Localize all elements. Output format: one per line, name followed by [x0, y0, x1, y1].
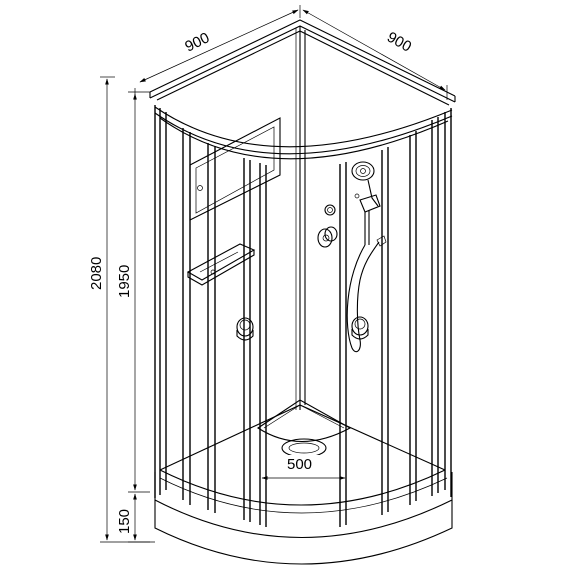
dimension-width-right: 900	[302, 9, 448, 100]
dimension-cabin-height: 1950	[116, 91, 150, 493]
dimension-label-width-right: 900	[384, 29, 414, 56]
dimension-label-cabin-height: 1950	[116, 265, 133, 298]
dimension-label-door-opening: 500	[287, 456, 312, 473]
glass-doors	[154, 105, 452, 527]
shower-head	[351, 161, 381, 213]
dimension-tray-height: 150	[116, 493, 155, 543]
left-knob	[236, 317, 254, 341]
dimension-door-opening: 500	[261, 455, 346, 480]
shower-tray	[154, 399, 453, 565]
back-walls	[159, 26, 446, 471]
dimension-label-total-height: 2080	[88, 257, 105, 290]
dimension-label-width-left: 900	[182, 29, 212, 55]
dimension-width-left: 900	[134, 5, 301, 100]
dimension-label-tray-height: 150	[116, 509, 133, 534]
dimension-total-height: 2080	[88, 76, 150, 543]
right-knob	[351, 316, 369, 340]
control-panel	[317, 193, 360, 248]
